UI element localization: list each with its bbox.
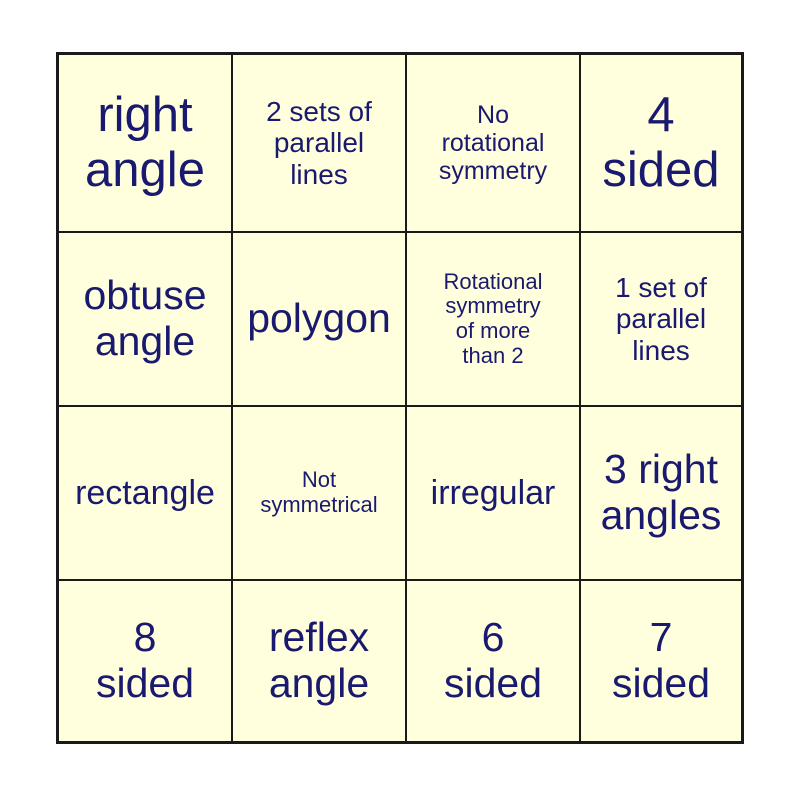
bingo-cell-r4c1[interactable]: 8 sided xyxy=(59,581,231,741)
bingo-cell-r1c2[interactable]: 2 sets of parallel lines xyxy=(233,55,405,231)
bingo-cell-label: 2 sets of parallel lines xyxy=(266,95,372,190)
bingo-cell-label: 8 sided xyxy=(95,614,194,706)
bingo-cell-label: rectangle xyxy=(75,473,215,512)
bingo-cell-label: 4 sided xyxy=(602,88,720,197)
bingo-cell-label: right angle xyxy=(85,88,205,197)
bingo-cell-label: 3 right angles xyxy=(600,446,722,538)
bingo-cell-label: polygon xyxy=(247,295,391,342)
bingo-cell-label: obtuse angle xyxy=(83,272,207,364)
bingo-cell-r4c2[interactable]: reflex angle xyxy=(233,581,405,741)
bingo-cell-r1c1[interactable]: right angle xyxy=(59,55,231,231)
bingo-cell-r2c1[interactable]: obtuse angle xyxy=(59,233,231,405)
bingo-cell-r3c1[interactable]: rectangle xyxy=(59,407,231,579)
bingo-cell-r3c2[interactable]: Not symmetrical xyxy=(233,407,405,579)
bingo-card-grid: right angle 2 sets of parallel lines No ro… xyxy=(56,52,744,744)
bingo-cell-r3c4[interactable]: 3 right angles xyxy=(581,407,741,579)
bingo-cell-label: irregular xyxy=(430,473,556,512)
bingo-cell-label: Rotational symmetry of more than 2 xyxy=(443,268,543,368)
bingo-cell-label: No rotational symmetry xyxy=(438,101,548,185)
bingo-cell-r1c3[interactable]: No rotational symmetry xyxy=(407,55,579,231)
bingo-cell-r2c2[interactable]: polygon xyxy=(233,233,405,405)
bingo-cell-r1c4[interactable]: 4 sided xyxy=(581,55,741,231)
bingo-cell-r4c3[interactable]: 6 sided xyxy=(407,581,579,741)
bingo-cell-label: 7 sided xyxy=(611,614,710,706)
bingo-cell-r2c3[interactable]: Rotational symmetry of more than 2 xyxy=(407,233,579,405)
bingo-cell-r3c3[interactable]: irregular xyxy=(407,407,579,579)
bingo-cell-label: Not symmetrical xyxy=(260,467,378,517)
bingo-cell-label: 6 sided xyxy=(443,614,542,706)
bingo-cell-label: 1 set of parallel lines xyxy=(615,271,707,366)
bingo-cell-r4c4[interactable]: 7 sided xyxy=(581,581,741,741)
bingo-cell-label: reflex angle xyxy=(268,614,370,706)
bingo-cell-r2c4[interactable]: 1 set of parallel lines xyxy=(581,233,741,405)
